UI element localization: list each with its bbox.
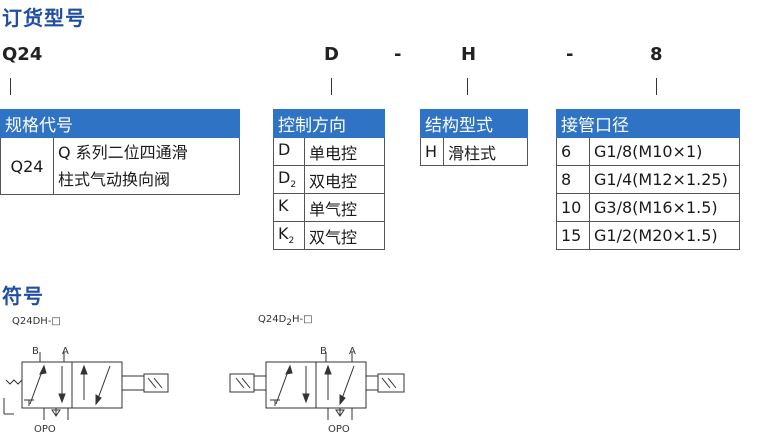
exhaust-label: OPO bbox=[328, 424, 350, 435]
port-b-label: B bbox=[32, 346, 39, 357]
control-label: 双电控 bbox=[304, 165, 385, 194]
connector-tick bbox=[331, 78, 332, 95]
port-a-label: A bbox=[349, 346, 356, 357]
spec-desc-line: 柱式气动换向阀 bbox=[58, 170, 171, 189]
code-part-dash-2: - bbox=[566, 44, 574, 65]
port-b-label: B bbox=[320, 346, 327, 357]
control-label: 单气控 bbox=[304, 193, 385, 222]
code-part-structure: H bbox=[461, 44, 477, 65]
control-code: K bbox=[273, 193, 305, 222]
ordering-title: 订货型号 bbox=[2, 6, 86, 30]
control-label: 双气控 bbox=[304, 221, 385, 250]
symbol1-label: Q24DH-□ bbox=[12, 316, 61, 327]
port-label: G1/2(M20×1.5) bbox=[589, 221, 740, 250]
port-a-label: A bbox=[62, 346, 69, 357]
structure-code: H bbox=[420, 137, 444, 166]
symbols-title: 符号 bbox=[2, 284, 44, 308]
port-label: G1/8(M10×1) bbox=[589, 137, 740, 166]
connector-tick bbox=[467, 78, 468, 95]
port-code: 6 bbox=[556, 137, 590, 166]
control-code: D bbox=[273, 137, 305, 166]
spec-desc-line: Q 系列二位四通滑 bbox=[58, 143, 188, 162]
spec-table-header: 规格代号 bbox=[0, 109, 240, 138]
code-part-series: Q24 bbox=[2, 44, 43, 65]
spec-description: Q 系列二位四通滑 柱式气动换向阀 bbox=[53, 137, 240, 195]
control-code: K2 bbox=[273, 221, 305, 250]
exhaust-label: OPO bbox=[34, 424, 56, 435]
valve-symbol-double-solenoid: B A OPO bbox=[229, 346, 405, 435]
port-code: 15 bbox=[556, 221, 590, 250]
port-label: G3/8(M16×1.5) bbox=[589, 193, 740, 222]
symbol2-label: Q24D2H-□ bbox=[258, 314, 313, 328]
structure-table: 结构型式 H 滑柱式 bbox=[420, 109, 528, 166]
control-table: 控制方向 D 单电控 D2 双电控 K 单气控 K2 双气控 bbox=[273, 109, 385, 250]
code-part-port: 8 bbox=[650, 44, 663, 65]
connector-tick bbox=[656, 78, 657, 95]
spec-code: Q24 bbox=[0, 137, 54, 195]
valve-symbol-single-solenoid: B A OPO bbox=[3, 346, 169, 435]
code-part-control: D bbox=[324, 44, 339, 65]
control-code: D2 bbox=[273, 165, 305, 194]
structure-label: 滑柱式 bbox=[443, 137, 528, 166]
port-code: 8 bbox=[556, 165, 590, 194]
control-label: 单电控 bbox=[304, 137, 385, 166]
spec-table: 规格代号 Q24 Q 系列二位四通滑 柱式气动换向阀 bbox=[0, 109, 240, 195]
port-code: 10 bbox=[556, 193, 590, 222]
control-table-header: 控制方向 bbox=[273, 109, 385, 138]
structure-table-header: 结构型式 bbox=[420, 109, 528, 138]
connector-tick bbox=[10, 78, 11, 95]
port-table-header: 接管口径 bbox=[556, 109, 740, 138]
code-part-dash-1: - bbox=[394, 44, 402, 65]
port-label: G1/4(M12×1.25) bbox=[589, 165, 740, 194]
